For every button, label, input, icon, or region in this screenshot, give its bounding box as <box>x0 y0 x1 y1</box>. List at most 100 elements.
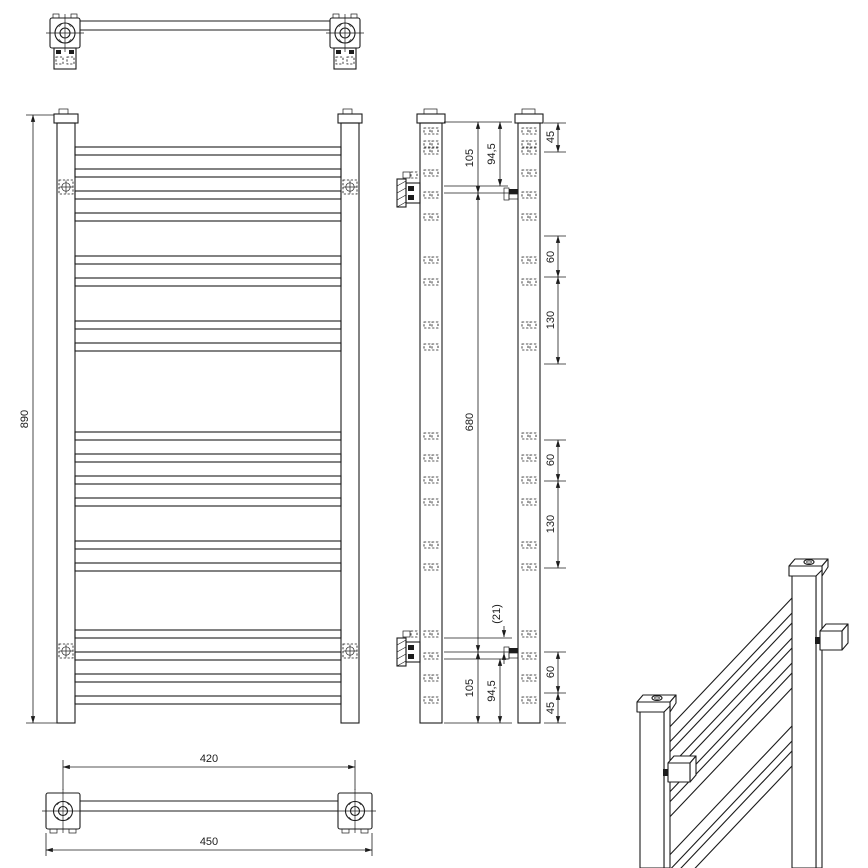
front-rung <box>74 190 342 200</box>
connection-square <box>529 343 537 351</box>
connection-square <box>423 696 431 704</box>
side2-bracket-mark <box>503 187 519 201</box>
connection-square <box>423 563 431 571</box>
connection-square <box>529 140 537 148</box>
connection-square <box>529 454 537 462</box>
left-rail-valve <box>58 108 69 115</box>
dim-side-bottom-945: 94,5 <box>486 680 498 701</box>
connection-square <box>423 498 431 506</box>
side1-wall-bracket <box>396 630 421 667</box>
iso-right-valve-hole <box>806 560 812 564</box>
front-rung <box>74 168 342 178</box>
iso-bracket-bottom <box>663 755 697 783</box>
dim-chain-60-3: 60 <box>545 666 557 678</box>
connection-square <box>423 630 431 638</box>
front-rung <box>74 342 342 352</box>
front-rung <box>74 651 342 661</box>
connection-square <box>431 630 439 638</box>
bottom-view-bracket <box>42 789 84 834</box>
connection-square <box>521 278 529 286</box>
bottom-view-bracket <box>333 788 377 834</box>
iso-view <box>636 558 849 868</box>
connection-square <box>423 169 431 177</box>
dim-side-bottom-105: 105 <box>464 679 476 697</box>
left-rail <box>56 122 76 724</box>
front-rung <box>74 146 342 156</box>
dim-side-gap-21: (21) <box>491 604 503 624</box>
side2-bracket-mark <box>503 646 519 660</box>
connection-square <box>431 541 439 549</box>
connection-square <box>431 476 439 484</box>
top-view-bracket <box>325 13 365 70</box>
connection-square <box>431 191 439 199</box>
front-rung <box>74 673 342 683</box>
iso-bracket-top <box>815 623 849 651</box>
connection-square <box>431 696 439 704</box>
connection-square <box>521 498 529 506</box>
front-rung <box>74 320 342 330</box>
left-rail-cap <box>53 113 79 124</box>
connection-square <box>529 541 537 549</box>
iso-right-valve <box>803 559 815 565</box>
wall-mount-symbol <box>58 643 74 659</box>
front-rung <box>74 212 342 222</box>
connection-square <box>529 127 537 135</box>
connection-square <box>529 256 537 264</box>
connection-square <box>431 127 439 135</box>
connection-square <box>423 321 431 329</box>
connection-square <box>521 321 529 329</box>
side1-valve <box>423 108 438 115</box>
connection-square <box>529 630 537 638</box>
connection-square <box>423 127 431 135</box>
front-rung <box>74 629 342 639</box>
front-rung <box>74 453 342 463</box>
connection-square <box>521 563 529 571</box>
connection-square <box>423 432 431 440</box>
connection-square <box>521 127 529 135</box>
side-view-second <box>503 108 544 724</box>
connection-square <box>431 432 439 440</box>
connection-square <box>423 674 431 682</box>
connection-square <box>423 343 431 351</box>
connection-square <box>521 432 529 440</box>
iso-rungs <box>663 597 793 868</box>
connection-square <box>431 674 439 682</box>
connection-square <box>423 278 431 286</box>
top-view-bracket <box>46 13 84 70</box>
connection-square <box>521 147 529 155</box>
connection-square <box>529 674 537 682</box>
connection-square <box>431 498 439 506</box>
dim-chain-60-2: 60 <box>545 454 557 466</box>
connection-square <box>521 541 529 549</box>
front-rungs <box>74 146 342 705</box>
connection-square <box>431 169 439 177</box>
iso-rung <box>663 725 793 868</box>
front-rung <box>74 540 342 550</box>
dim-side-top-105: 105 <box>464 149 476 167</box>
iso-left-valve <box>651 695 663 701</box>
iso-left-rail-side <box>663 705 671 868</box>
connection-square <box>431 563 439 571</box>
connection-square <box>423 140 431 148</box>
right-rail <box>340 122 360 724</box>
connection-square <box>423 213 431 221</box>
dim-chain-bottom-45: 45 <box>545 702 557 714</box>
dimensions: 890 105 680 105 94,5 94,5 (21) 45 60 130… <box>19 114 566 856</box>
connection-square <box>521 696 529 704</box>
connection-square <box>529 147 537 155</box>
connection-square <box>423 256 431 264</box>
connection-square <box>521 343 529 351</box>
dim-side-top-945: 94,5 <box>486 143 498 164</box>
side1-connection-squares <box>423 127 439 704</box>
connection-square <box>431 454 439 462</box>
connection-square <box>431 213 439 221</box>
connection-square <box>521 213 529 221</box>
connection-square <box>529 321 537 329</box>
connection-square <box>529 498 537 506</box>
connection-square <box>529 563 537 571</box>
front-rung <box>74 695 342 705</box>
connection-square <box>431 147 439 155</box>
connection-square <box>521 652 529 660</box>
connection-square <box>423 476 431 484</box>
